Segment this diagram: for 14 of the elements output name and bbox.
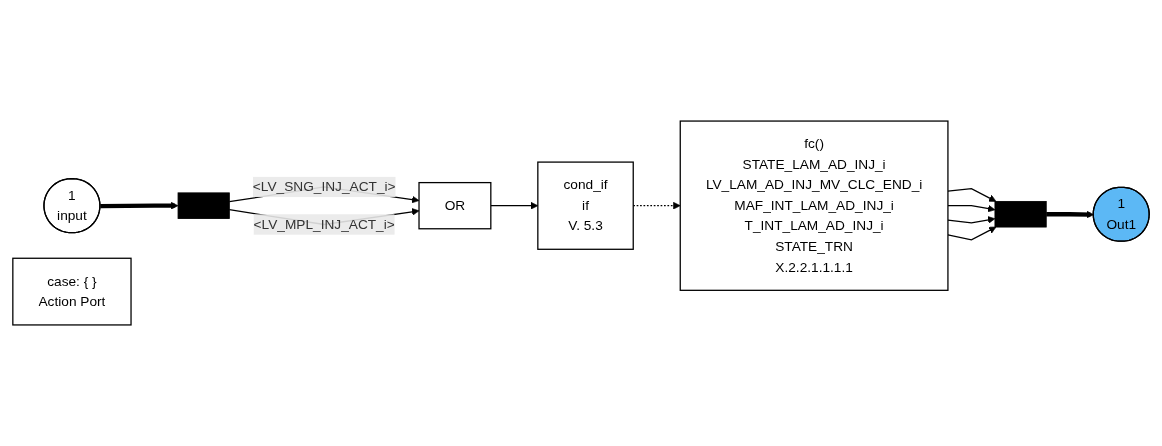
arrow — [947, 216, 996, 224]
node-bar — [994, 201, 1047, 228]
node-bar — [177, 192, 230, 219]
arrow — [1046, 210, 1094, 219]
node-box: cond_if if V. 5.3 — [537, 161, 634, 250]
node-box: case: { } Action Port — [12, 257, 132, 326]
arrow — [947, 187, 997, 202]
node-box: OR — [418, 181, 492, 230]
edge-label: <LV_SNG_INJ_ACT_i> — [252, 179, 396, 194]
arrow — [947, 226, 997, 241]
arrow — [947, 204, 996, 213]
edge-label: <LV_MPL_INJ_ACT_i> — [253, 216, 395, 232]
node-box: fc() STATE_LAM_AD_INJ_i LV_LAM_AD_INJ_MV_CLC_END_i MAF_INT_LAM_AD_INJ_i T_INT_LAM_AD_INJ_i STATE_TRN X.2.2.1.1.1.1 — [679, 120, 949, 291]
arrow — [100, 201, 179, 210]
